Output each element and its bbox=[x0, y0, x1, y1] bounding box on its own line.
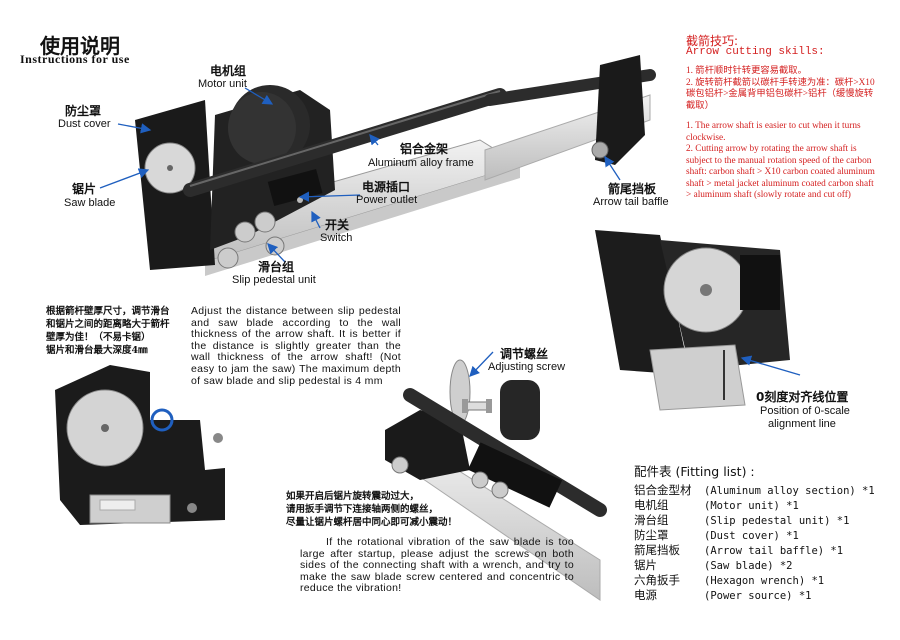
fitting-item: 锯片(Saw blade) *2 bbox=[634, 558, 793, 572]
vibration-en: If the rotational vibration of the saw b… bbox=[300, 536, 574, 595]
skills-cn-2: 2. 旋转箭杆截箭以碳杆手转速为准：碳杆>X10碳包铝杆>金属背甲铝包碳杆>铝杆… bbox=[686, 77, 875, 111]
vibration-cn-2: 请用扳手调节下连接轴两侧的螺丝， bbox=[286, 504, 439, 515]
page-subtitle: Instructions for use bbox=[20, 52, 130, 66]
vibration-cn-block: 如果开启后锯片旋转震动过大， 请用扳手调节下连接轴两侧的螺丝， 尽量让锯片螺杆居… bbox=[286, 490, 506, 529]
switch-label-cn: 开关 bbox=[325, 218, 350, 232]
adjust-screw-illustration bbox=[385, 359, 607, 601]
saw-closeup-illustration bbox=[595, 230, 790, 411]
fitting-item: 电源(Power source) *1 bbox=[634, 588, 812, 602]
fitting-item: 滑台组(Slip pedestal unit) *1 bbox=[634, 513, 850, 527]
dust-label-en: Dust cover bbox=[58, 118, 111, 130]
saw-label-cn: 锯片 bbox=[72, 182, 97, 196]
zero-label-en-2: alignment line bbox=[768, 418, 836, 430]
fitting-item: 防尘罩(Dust cover) *1 bbox=[634, 528, 799, 542]
fitting-item: 箭尾挡板(Arrow tail baffle) *1 bbox=[634, 543, 844, 557]
skills-en-2: 2. Cutting arrow by rotating the arrow s… bbox=[686, 144, 875, 200]
callout-arrows bbox=[99, 87, 801, 377]
skills-title-en: Arrow cutting skills: bbox=[686, 46, 825, 58]
distance-cn-block: 根据箭杆壁厚尺寸，调节滑台 和锯片之间的距离略大于箭杆 壁厚为佳！（不易卡锯） … bbox=[46, 305, 191, 357]
zero-label-en-1: Position of 0-scale bbox=[760, 405, 850, 417]
main-machine-illustration bbox=[135, 85, 522, 276]
skills-en-1: 1. The arrow shaft is easier to cut when… bbox=[686, 121, 861, 143]
slip-label-en: Slip pedestal unit bbox=[232, 274, 316, 286]
saw-label-en: Saw blade bbox=[64, 197, 116, 209]
fitting-item: 铝合金型材(Aluminum alloy section) *1 bbox=[634, 483, 875, 497]
motor-label-en: Motor unit bbox=[198, 78, 247, 90]
adjust-label-en: Adjusting screw bbox=[488, 361, 566, 373]
alu-label-en: Aluminum alloy frame bbox=[368, 157, 474, 169]
distance-cn-2: 和锯片之间的距离略大于箭杆 bbox=[46, 319, 170, 330]
skills-cn-1: 1. 箭杆顺时针转更容易截取。 bbox=[686, 66, 807, 76]
alu-label-cn: 铝合金架 bbox=[400, 142, 449, 156]
outlet-label-cn: 电源插口 bbox=[362, 180, 411, 194]
outlet-label-en: Power outlet bbox=[356, 194, 418, 206]
distance-en: Adjust the distance between slip pedesta… bbox=[191, 305, 401, 387]
vibration-cn-1: 如果开启后锯片旋转震动过大， bbox=[286, 491, 420, 502]
tail-label-en: Arrow tail baffle bbox=[593, 196, 669, 208]
vibration-cn-3: 尽量让锯片螺杆居中同心即可减小震动！ bbox=[286, 517, 458, 528]
fitting-item: 六角扳手(Hexagon wrench) *1 bbox=[634, 573, 825, 587]
distance-cn-1: 根据箭杆壁厚尺寸，调节滑台 bbox=[46, 306, 170, 317]
fitting-title: 配件表 (Fitting list) : bbox=[634, 464, 755, 479]
distance-cn-4: 锯片和滑台最大深度4㎜ bbox=[46, 345, 148, 356]
fitting-item: 电机组(Motor unit) *1 bbox=[634, 498, 799, 512]
adjust-label-cn: 调节螺丝 bbox=[500, 347, 549, 361]
dust-label-cn: 防尘罩 bbox=[65, 104, 102, 118]
tail-label-cn: 箭尾挡板 bbox=[608, 182, 657, 196]
slip-label-cn: 滑台组 bbox=[258, 260, 295, 274]
page-title: 使用说明 bbox=[40, 34, 120, 58]
tail-baffle-illustration bbox=[484, 55, 656, 181]
switch-label-en: Switch bbox=[320, 232, 353, 244]
zero-label-cn: 0刻度对齐线位置 bbox=[756, 390, 849, 404]
side-view-illustration bbox=[55, 365, 225, 525]
distance-cn-3: 壁厚为佳！（不易卡锯） bbox=[46, 332, 151, 343]
skills-text: 1. 箭杆顺时针转更容易截取。 2. 旋转箭杆截箭以碳杆手转速为准：碳杆>X10… bbox=[686, 66, 876, 202]
motor-label-cn: 电机组 bbox=[210, 64, 247, 78]
skills-title-cn: 截箭技巧: bbox=[686, 34, 739, 48]
